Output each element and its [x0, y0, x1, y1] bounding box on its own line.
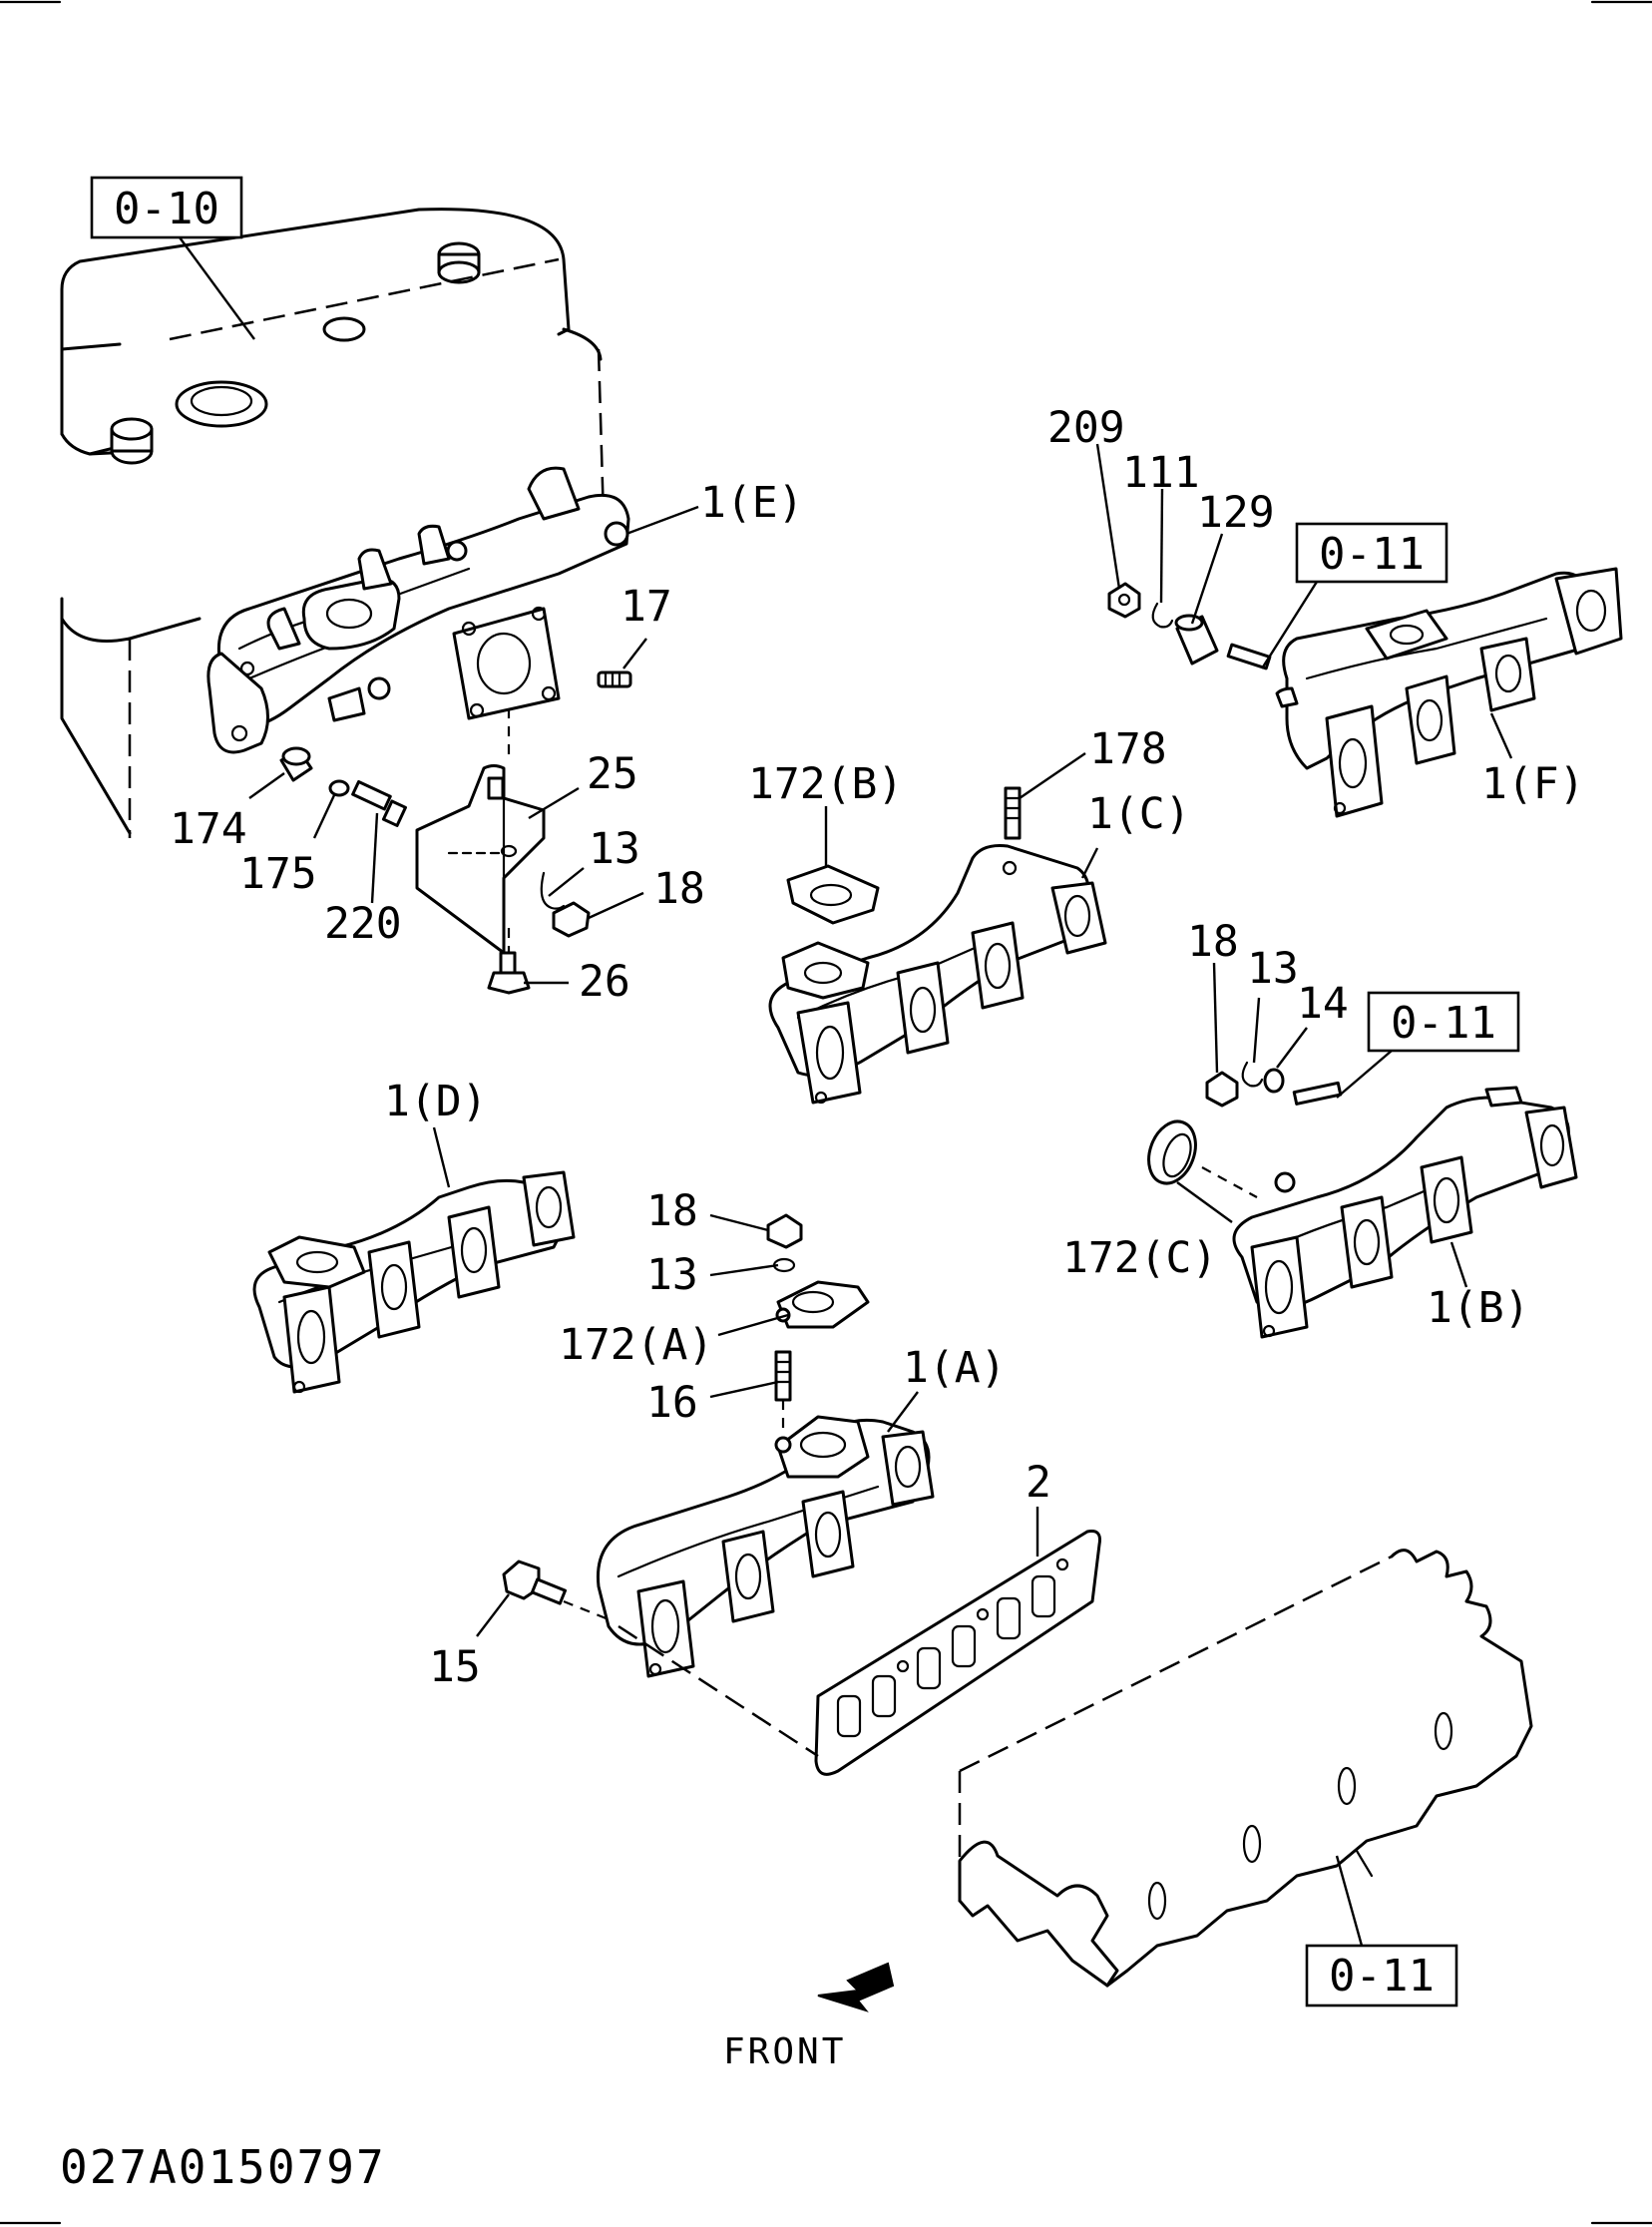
exhaust-manifold-1e: 1(E): [206, 466, 804, 754]
document-number: 027A0150797: [60, 2140, 386, 2194]
part-label: 178: [1089, 724, 1167, 774]
part-label: 17: [620, 582, 672, 632]
gasket-172c: 172(C): [1062, 1119, 1258, 1283]
stud-17: 17: [597, 582, 672, 688]
exhaust-manifold-1d: 1(D): [252, 1077, 576, 1394]
part-label: 111: [1122, 448, 1200, 498]
bracket-25: 25 13 18 26: [415, 708, 705, 1007]
exhaust-manifold-1b: 1(B): [1232, 1086, 1578, 1339]
part-label: 172(B): [748, 759, 903, 809]
part-label: 209: [1047, 403, 1125, 453]
part-label: 18: [1187, 917, 1239, 967]
exhaust-manifold-1c: 1(C): [768, 789, 1191, 1105]
part-label: 174: [170, 804, 247, 854]
part-label: 1(D): [384, 1077, 488, 1126]
ref-box-0-11-a: 0-11: [1260, 522, 1448, 669]
part-label: 16: [646, 1378, 698, 1428]
part-label: 175: [239, 849, 317, 899]
cylinder-head: [958, 1549, 1533, 1988]
cylinder-head-cover: [60, 208, 606, 838]
gasket-2: 2: [618, 1458, 1101, 1776]
ref-box-label: 0-10: [114, 184, 219, 234]
part-label: 18: [653, 864, 705, 914]
part-label: 13: [589, 824, 640, 874]
part-label: 1(E): [700, 478, 804, 528]
part-label: 18: [646, 1186, 698, 1236]
gasket-172b: 172(B): [748, 759, 903, 925]
part-label: 220: [324, 899, 402, 949]
front-direction-indicator: FRONT: [723, 1962, 895, 2072]
hardware-209-111-129: 209 111 129: [1047, 403, 1275, 670]
stack-18-13-172a-16: 18 13 172(A) 16: [559, 1186, 870, 1432]
front-label: FRONT: [723, 2031, 846, 2072]
ref-box-label: 0-11: [1319, 529, 1425, 580]
part-label: 1(F): [1481, 759, 1585, 809]
part-label: 129: [1197, 488, 1275, 538]
exhaust-manifold-1a: 1(A): [596, 1343, 1007, 1678]
exhaust-manifold-1f: 1(F): [1275, 567, 1623, 818]
ref-box-0-10: 0-10: [90, 176, 255, 340]
ref-box-0-11-b: 0-11: [1336, 991, 1520, 1099]
part-label: 25: [587, 749, 638, 799]
front-arrow-icon: [817, 1962, 895, 2012]
part-label: 172(C): [1062, 1233, 1217, 1283]
part-label: 1(A): [903, 1343, 1007, 1393]
part-label: 172(A): [559, 1320, 713, 1370]
part-label: 26: [579, 957, 630, 1007]
part-label: 13: [1247, 944, 1299, 994]
hardware-18-13-14: 18 13 14: [1187, 917, 1349, 1108]
ref-box-0-11-c: 0-11: [1305, 1855, 1458, 2007]
part-label: 13: [646, 1250, 698, 1300]
part-label: 14: [1297, 979, 1349, 1029]
bolt-15: 15: [429, 1559, 615, 1692]
stud-178: 178: [1004, 724, 1167, 840]
ref-box-label: 0-11: [1391, 998, 1496, 1049]
part-label: 15: [429, 1642, 481, 1692]
ref-box-label: 0-11: [1329, 1951, 1435, 2002]
spacer-174-washer-175-bolt-220: 174 175 220: [170, 746, 407, 949]
part-label: 1(B): [1427, 1283, 1530, 1333]
part-label: 1(C): [1087, 789, 1191, 839]
part-label: 2: [1026, 1458, 1051, 1508]
